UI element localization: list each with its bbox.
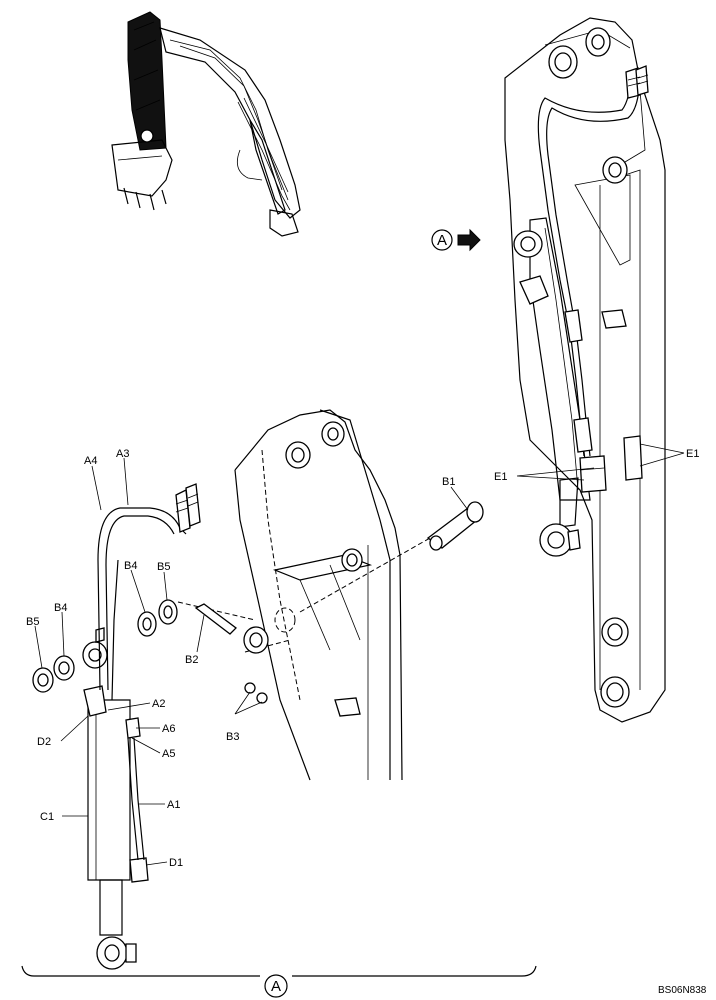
label-e1-right: E1 <box>686 448 699 460</box>
arm-assembly-view <box>431 17 666 723</box>
label-b2: B2 <box>185 654 198 666</box>
label-a5: A5 <box>162 748 175 760</box>
label-c1: C1 <box>40 811 54 823</box>
view-marker-bottom: A <box>271 978 281 995</box>
arm-cylinder-parts <box>32 483 269 970</box>
label-a6: A6 <box>162 723 175 735</box>
label-a4: A4 <box>84 455 97 467</box>
label-a3: A3 <box>116 448 129 460</box>
callout-labels: A4 A3 B4 B5 B4 B5 B2 B3 B1 A2 D2 A6 A5 A… <box>26 232 707 998</box>
label-a2: A2 <box>152 698 165 710</box>
label-b5-lower: B5 <box>26 616 39 628</box>
label-a1: A1 <box>167 799 180 811</box>
view-marker-top: A <box>437 232 447 249</box>
label-d1: D1 <box>169 857 183 869</box>
overview-excavator-arm <box>111 11 301 237</box>
label-b5-upper: B5 <box>157 561 170 573</box>
label-d2: D2 <box>37 736 51 748</box>
label-b4-lower: B4 <box>54 602 67 614</box>
label-b4-upper: B4 <box>124 560 137 572</box>
reference-code: BS06N838 <box>658 985 707 996</box>
label-b3: B3 <box>226 731 239 743</box>
leader-lines <box>21 443 685 977</box>
label-b1: B1 <box>442 476 455 488</box>
boom-exploded-view <box>177 409 484 781</box>
label-e1-left: E1 <box>494 471 507 483</box>
